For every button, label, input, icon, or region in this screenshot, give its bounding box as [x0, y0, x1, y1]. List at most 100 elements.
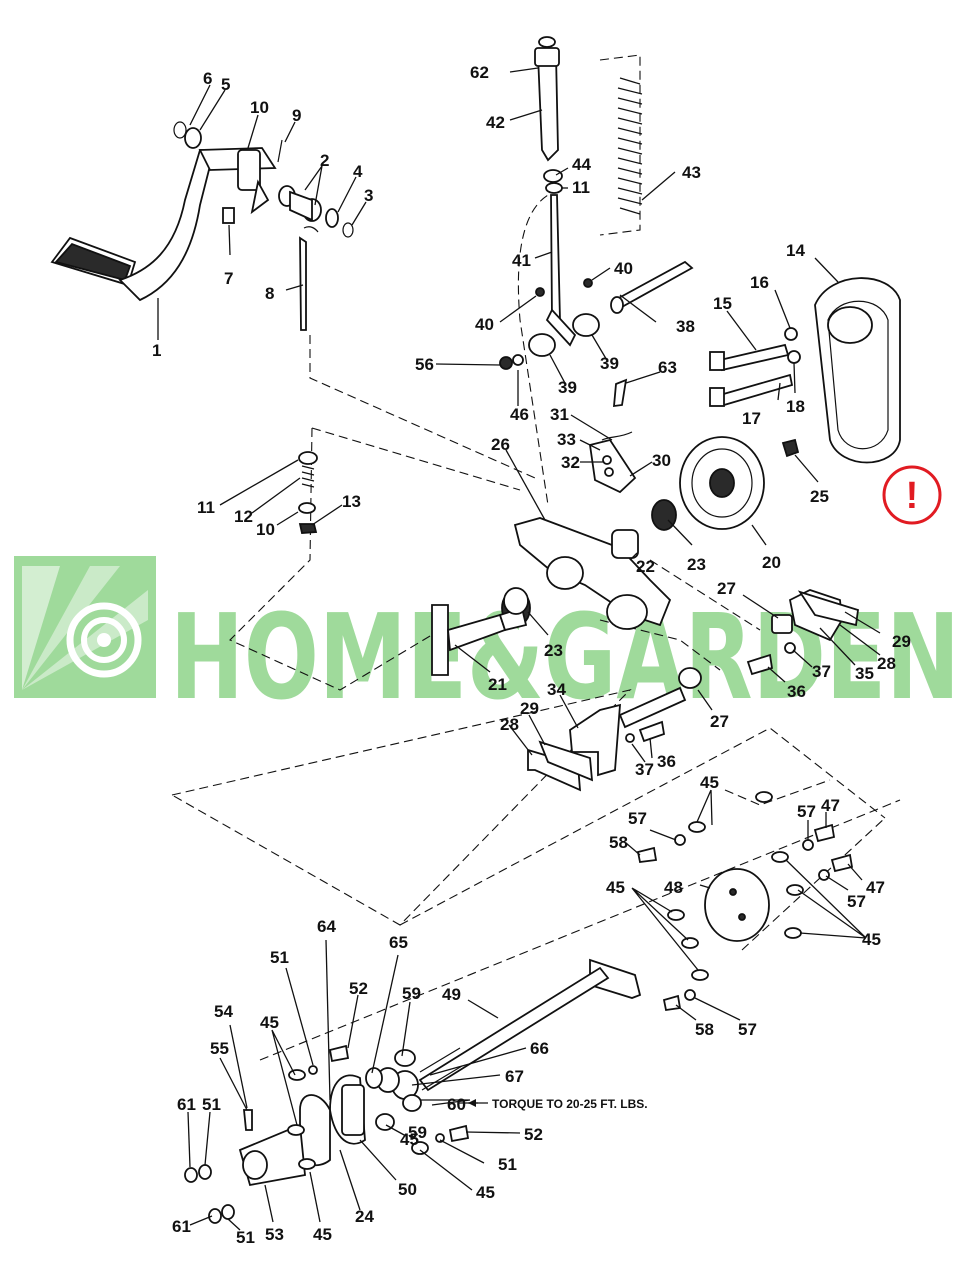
callout-40-left: 40	[475, 315, 494, 334]
callout-57-right: 57	[847, 892, 866, 911]
pulley-and-belt	[679, 277, 901, 530]
callout-44: 44	[572, 155, 591, 174]
torque-note-text: TORQUE TO 20-25 FT. LBS.	[492, 1097, 648, 1111]
callout-55: 55	[210, 1039, 229, 1058]
callout-60: 60	[447, 1095, 466, 1114]
callout-33: 33	[557, 430, 576, 449]
callout-29-right: 29	[892, 632, 911, 651]
callout-45-mid-right: 45	[862, 930, 881, 949]
callout-28-left: 28	[500, 715, 519, 734]
callout-63: 63	[658, 358, 677, 377]
leader-lines	[157, 67, 881, 1231]
callout-40-right: 40	[614, 259, 633, 278]
brackets	[431, 587, 859, 792]
callout-16: 16	[750, 273, 769, 292]
callout-3: 3	[364, 186, 373, 205]
warning-icon: !	[882, 465, 942, 525]
callout-51-bottom: 51	[236, 1228, 255, 1247]
compression-spring	[617, 77, 643, 215]
callout-48: 48	[664, 878, 683, 897]
callout-65: 65	[389, 933, 408, 952]
callout-23-lower: 23	[544, 641, 563, 660]
callout-34: 34	[547, 680, 566, 699]
callout-61-upper: 61	[177, 1095, 196, 1114]
callout-36-right: 36	[787, 682, 806, 701]
callout-28-right: 28	[877, 654, 896, 673]
callout-17: 17	[742, 409, 761, 428]
callout-11-left: 11	[197, 498, 215, 517]
callout-22: 22	[636, 557, 655, 576]
callout-18: 18	[786, 397, 805, 416]
warning-glyph: !	[906, 475, 919, 517]
callout-37-right: 37	[812, 662, 831, 681]
callout-45-bottom: 45	[313, 1225, 332, 1244]
lower-shaft-assembly	[184, 791, 854, 1224]
callout-24: 24	[355, 1207, 374, 1226]
callout-59-upper: 59	[402, 984, 421, 1003]
callout-5: 5	[221, 75, 230, 94]
callout-27-center: 27	[710, 712, 729, 731]
callout-45-top: 45	[700, 773, 719, 792]
callout-31: 31	[550, 405, 569, 424]
callout-57-upper: 57	[628, 809, 647, 828]
callout-2: 2	[320, 151, 329, 170]
callout-64: 64	[317, 917, 336, 936]
callout-6: 6	[203, 69, 212, 88]
callout-57-top-right: 57	[797, 802, 816, 821]
callout-20: 20	[762, 553, 781, 572]
callout-53: 53	[265, 1225, 284, 1244]
callout-32: 32	[561, 453, 580, 472]
callout-27-right: 27	[717, 579, 736, 598]
callout-45-mid-left: 45	[606, 878, 625, 897]
callout-58-upper: 58	[609, 833, 628, 852]
callout-58-bottom: 58	[695, 1020, 714, 1039]
callout-29-left: 29	[520, 699, 539, 718]
callout-39-right: 39	[600, 354, 619, 373]
callout-50: 50	[398, 1180, 417, 1199]
callout-13: 13	[342, 492, 361, 511]
callout-51-left: 51	[202, 1095, 221, 1114]
callout-61-lower: 61	[172, 1217, 191, 1236]
callout-49: 49	[442, 985, 461, 1004]
callout-15: 15	[713, 294, 732, 313]
callout-57-bottom: 57	[738, 1020, 757, 1039]
callout-45-lower-right: 45	[476, 1183, 495, 1202]
callout-47-top: 47	[821, 796, 840, 815]
callout-7: 7	[224, 269, 233, 288]
callout-26: 26	[491, 435, 510, 454]
callout-4: 4	[353, 162, 363, 181]
callout-23-upper: 23	[687, 555, 706, 574]
callout-25: 25	[810, 487, 829, 506]
callout-51-right: 51	[498, 1155, 517, 1174]
callout-39-left: 39	[558, 378, 577, 397]
callout-52-upper: 52	[349, 979, 368, 998]
callout-56: 56	[415, 355, 434, 374]
callout-11-top: 11	[572, 178, 590, 197]
callout-36-center: 36	[657, 752, 676, 771]
callout-35: 35	[855, 664, 874, 683]
callout-37-center: 37	[635, 760, 654, 779]
callout-47-right: 47	[866, 878, 885, 897]
brake-pedal	[50, 121, 354, 331]
callout-10-left: 10	[256, 520, 275, 539]
callout-30: 30	[652, 451, 671, 470]
callout-8: 8	[265, 284, 274, 303]
callout-43: 43	[682, 163, 701, 182]
watermark: HOME&GARDEN	[14, 556, 960, 726]
callout-62: 62	[470, 63, 489, 82]
callout-21: 21	[488, 675, 507, 694]
callout-51-upper: 51	[270, 948, 289, 967]
callout-9: 9	[292, 106, 301, 125]
small-spring-assembly	[298, 451, 318, 534]
callout-52-right: 52	[524, 1125, 543, 1144]
callout-labels: 1 2 3 4 5 6 7 8 9 10 10 11 11 12 13 14 1…	[152, 63, 911, 1247]
rod-and-spring	[499, 36, 694, 408]
callout-14: 14	[786, 241, 805, 260]
callout-1: 1	[152, 341, 161, 360]
callout-41: 41	[512, 251, 531, 270]
callout-46: 46	[510, 405, 529, 424]
torque-note: TORQUE TO 20-25 FT. LBS.	[468, 1097, 648, 1111]
callout-42: 42	[486, 113, 505, 132]
callout-45-lower-left: 45	[260, 1013, 279, 1032]
assembly-dashed-lines	[171, 54, 901, 1061]
